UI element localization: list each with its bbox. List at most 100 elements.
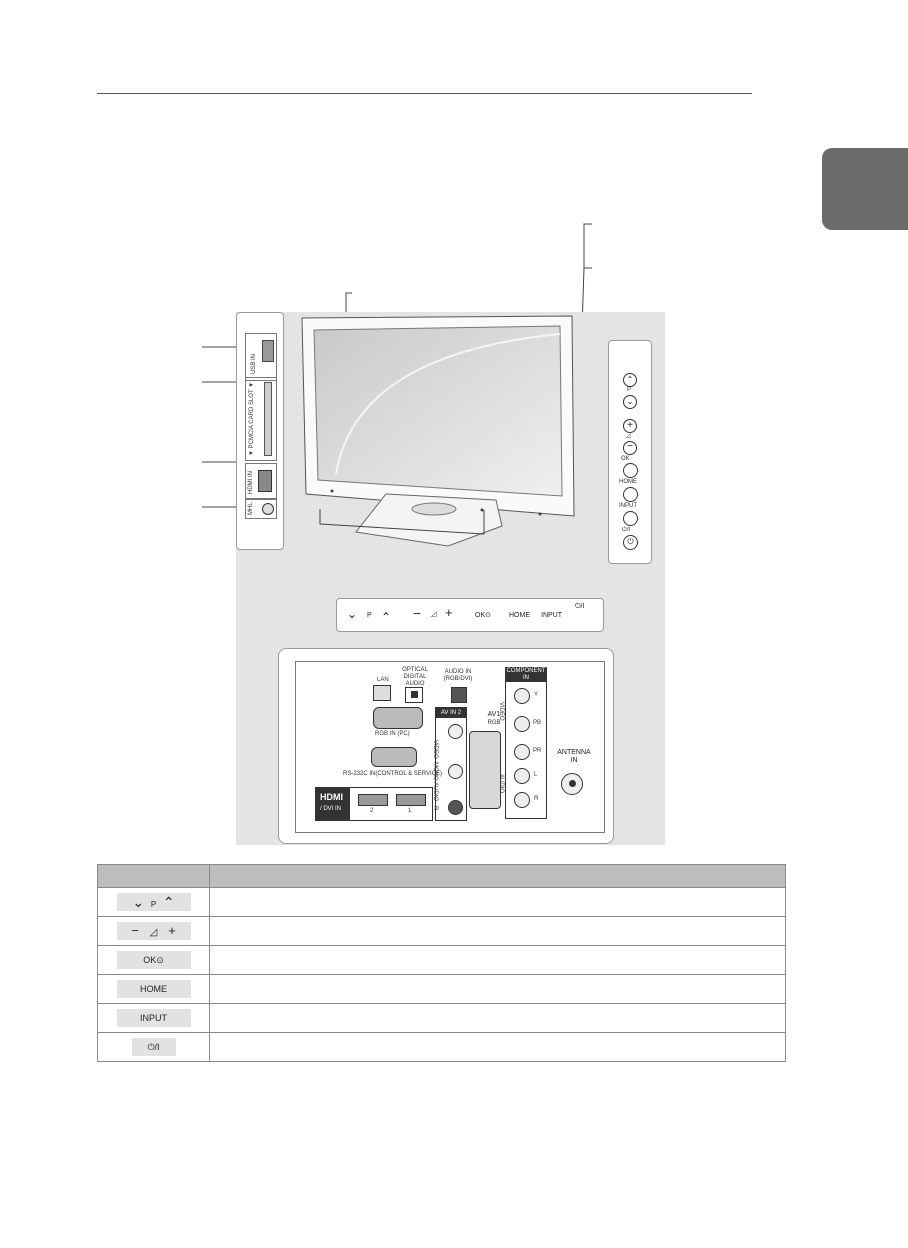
hdmi-logo-bg	[316, 788, 350, 820]
antenna-port[interactable]	[561, 773, 583, 795]
hdmi-1-port[interactable]	[396, 794, 426, 806]
hdmi-port[interactable]	[258, 470, 272, 492]
hdmi-brand: HDMI	[320, 792, 343, 802]
component-pb-jack[interactable]	[514, 716, 530, 732]
rgb-in-label: RGB IN (PC)	[375, 731, 410, 737]
chapter-tab	[822, 148, 908, 230]
av2-mono-label: MONO	[432, 762, 438, 781]
dvi-in-label: / DVI IN	[320, 806, 342, 812]
left-connector-panel: USB IN ▼ PCMCIA CARD SLOT ▼ HDMI IN MHL	[236, 312, 284, 550]
strip-power-label[interactable]: ⏻/I	[575, 603, 585, 610]
av1-rgb-label: RGB	[487, 720, 501, 726]
strip-vol-down-icon[interactable]: −	[413, 606, 421, 621]
ok-description	[209, 945, 786, 975]
chevron-down-icon: ⌄	[132, 893, 145, 910]
header-rule	[97, 93, 752, 94]
tv-illustration	[301, 315, 575, 547]
ok-keycap: OK⊙	[116, 950, 191, 969]
rs232c-port[interactable]	[371, 747, 417, 767]
av2-video-jack[interactable]	[448, 724, 463, 739]
ch-up-button[interactable]: ⌃	[623, 373, 637, 387]
antenna-label: ANTENNA IN	[557, 749, 591, 764]
pcmcia-label: ▼ PCMCIA CARD SLOT ▼	[249, 381, 255, 456]
av-in-2-label: AV IN 2	[436, 708, 466, 718]
table-row: INPUT	[97, 1003, 786, 1033]
rear-inner-frame	[295, 661, 605, 833]
ch-description	[209, 887, 786, 917]
tv-stand	[355, 493, 503, 547]
av2-audio-label: AUDIO	[432, 782, 438, 802]
usb-port-block: USB IN	[245, 333, 277, 381]
strip-vol-up-icon[interactable]: +	[445, 605, 453, 620]
component-video-label: VIDEO	[498, 702, 504, 721]
table-header-col2	[209, 864, 786, 888]
av2-audio-r-jack[interactable]	[448, 800, 463, 815]
hdmi-2-port[interactable]	[358, 794, 388, 806]
plus-icon: +	[168, 922, 176, 938]
strip-home-label[interactable]: HOME	[509, 612, 530, 619]
rgb-in-port[interactable]	[373, 707, 423, 729]
ok-button[interactable]	[623, 463, 638, 478]
hdmi-port-block: HDMI IN	[245, 463, 277, 499]
table-header-col1	[97, 864, 210, 888]
side-power-label: ⏻/I	[622, 527, 631, 533]
av2-video-label: VIDEO	[432, 740, 438, 759]
usb-label: USB IN	[251, 353, 257, 374]
component-l-label: L	[534, 772, 538, 778]
side-ok-label: OK	[621, 456, 630, 462]
table-row: ⌄ P ⌃	[97, 887, 786, 917]
strip-ch-up-icon[interactable]: ⌃	[381, 610, 392, 624]
chevron-up-icon: ⌃	[162, 893, 175, 910]
hdmi-2-label: 2	[370, 808, 374, 814]
pcmcia-slot[interactable]	[264, 382, 272, 456]
home-button[interactable]	[623, 487, 638, 502]
optical-port[interactable]	[405, 687, 423, 703]
input-keycap: INPUT	[116, 1008, 191, 1027]
av2-audio-l-jack[interactable]	[448, 764, 463, 779]
mhl-jack[interactable]	[262, 503, 274, 515]
side-input-label: INPUT	[619, 503, 637, 509]
av1-label: AV1	[487, 711, 501, 718]
usb-port[interactable]	[262, 340, 274, 362]
component-r-label: R	[534, 796, 539, 802]
rs232c-label: RS-232C IN(CONTROL & SERVICE)	[343, 771, 443, 777]
scart-port[interactable]	[469, 731, 501, 809]
strip-input-label[interactable]: INPUT	[541, 612, 562, 619]
side-vol-icon: ◿	[626, 433, 631, 439]
component-block: COMPONENT IN Y PB PR VIDEO L R AUDIO	[498, 667, 547, 819]
lan-label: LAN	[377, 677, 389, 683]
input-button[interactable]	[623, 511, 638, 526]
ch-p-label: P	[150, 899, 157, 909]
screen-reflection	[335, 333, 561, 475]
table-row: ⏻/I	[97, 1032, 786, 1062]
minus-icon: −	[131, 922, 139, 938]
table-row: − ◿ +	[97, 916, 786, 946]
component-label: COMPONENT IN	[506, 668, 546, 682]
ch-keycap: ⌄ P ⌃	[116, 892, 191, 911]
strip-ch-down-icon[interactable]: ⌄	[347, 607, 358, 621]
side-buttons-panel: ⌃ P ⌄ + ◿ − OK HOME INPUT ⏻/I ⏻	[608, 340, 652, 564]
av-in-2-block: AV IN 2 VIDEO MONO AUDIO R	[432, 707, 467, 821]
lan-port[interactable]	[373, 685, 391, 701]
vol-down-button[interactable]: −	[623, 441, 637, 455]
table-row: HOME	[97, 974, 786, 1004]
mhl-label: MHL	[248, 502, 254, 515]
volume-keycap: − ◿ +	[116, 921, 191, 940]
audio-in-jack[interactable]	[451, 687, 467, 703]
ch-down-button[interactable]: ⌄	[623, 395, 637, 409]
power-keycap: ⏻/I	[131, 1037, 176, 1056]
vol-up-button[interactable]: +	[623, 419, 637, 433]
component-l-jack[interactable]	[514, 768, 530, 784]
side-p-label: P	[627, 387, 632, 393]
component-y-jack[interactable]	[514, 688, 530, 704]
front-control-strip: ⌄ P ⌃ − ◿ + OK⊙ HOME INPUT ⏻/I	[336, 598, 604, 632]
control-table: ⌄ P ⌃ − ◿ + OK⊙ HOME INPUT ⏻/I	[97, 864, 786, 1062]
input-description	[209, 1003, 786, 1033]
power-button[interactable]: ⏻	[623, 535, 638, 550]
component-pr-jack[interactable]	[514, 744, 530, 760]
strip-ok-label[interactable]: OK⊙	[475, 612, 491, 619]
volume-description	[209, 916, 786, 946]
hdmi-label: HDMI IN	[248, 471, 254, 494]
pcmcia-slot-block: ▼ PCMCIA CARD SLOT ▼	[245, 377, 277, 461]
component-r-jack[interactable]	[514, 792, 530, 808]
